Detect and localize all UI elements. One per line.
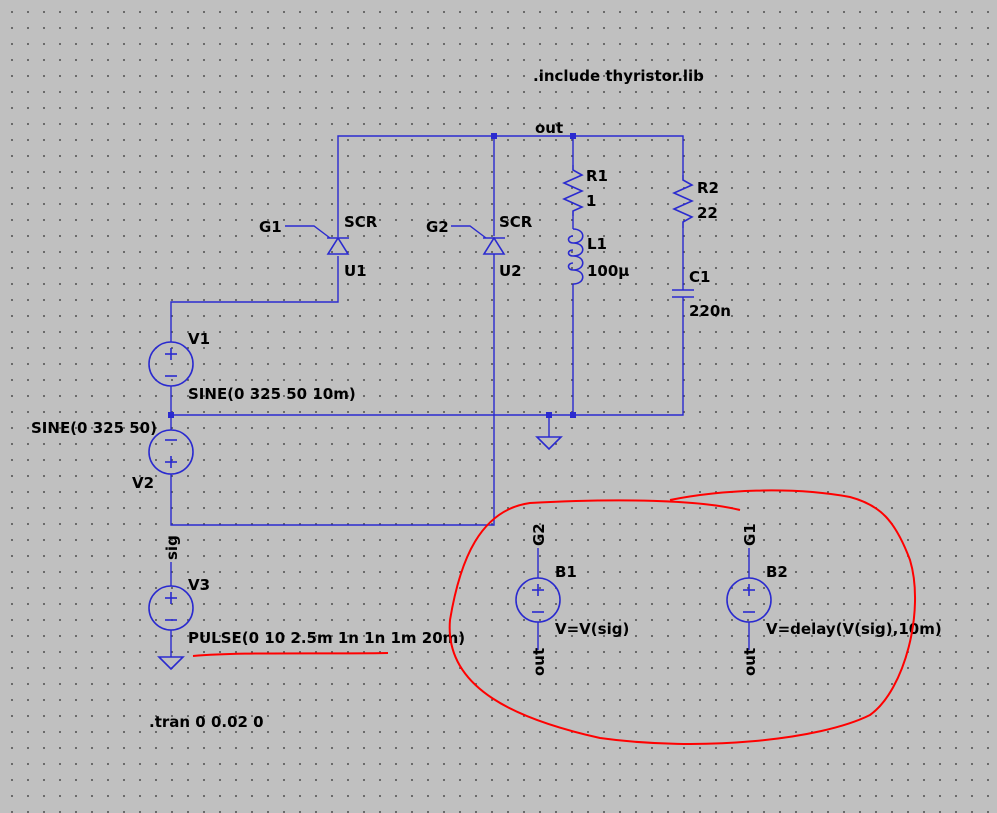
b1-top-net-label: G2 (530, 523, 548, 546)
behavioral-source-b1-symbol (515, 577, 561, 623)
wire-bottom-loop (170, 254, 495, 526)
voltage-source-v2-symbol (148, 429, 194, 475)
capacitor-c1-value: 220n (689, 302, 731, 320)
voltage-source-v1-name: V1 (188, 330, 210, 348)
resistor-r2-value: 22 (697, 204, 718, 222)
inductor-l1-name: L1 (587, 235, 607, 253)
tran-directive[interactable]: .tran 0 0.02 0 (149, 713, 264, 731)
resistor-r1-name: R1 (586, 167, 608, 185)
include-directive[interactable]: .include thyristor.lib (533, 67, 704, 85)
scr-u1-symbol (326, 236, 350, 255)
capacitor-c1-name: C1 (689, 268, 710, 286)
inductor-l1-value: 100µ (587, 262, 629, 280)
net-label-out: out (535, 119, 563, 137)
junction-dot (546, 412, 552, 418)
resistor-r2[interactable]: R2 22 (672, 175, 719, 228)
net-label-sig: sig (163, 535, 181, 560)
voltage-source-v3[interactable]: sig V3 PULSE(0 10 2.5m 1n 1n 1m 20m) (148, 535, 465, 671)
scr-u2-gate-label: G2 (426, 218, 449, 236)
behavioral-source-b2[interactable]: G1 B2 V=delay(V(sig),10m) out (726, 523, 942, 676)
resistor-r1[interactable]: R1 1 (562, 165, 608, 216)
resistor-r1-value: 1 (586, 192, 596, 210)
behavioral-source-b1-value: V=V(sig) (555, 620, 629, 638)
inductor-l1-symbol (572, 228, 584, 285)
voltage-source-v3-symbol (148, 585, 194, 631)
wire-g2 (451, 225, 487, 239)
inductor-l1[interactable]: L1 100µ (567, 228, 630, 285)
junctions (168, 133, 576, 418)
voltage-source-v1[interactable]: V1 SINE(0 325 50 10m) (148, 330, 356, 403)
voltage-source-v2-value: SINE(0 325 50) (31, 419, 157, 437)
junction-dot (570, 133, 576, 139)
ground-icon (535, 436, 563, 451)
scr-u1[interactable]: G1 SCR U1 (259, 213, 378, 280)
wire-g1 (285, 225, 331, 239)
wires (170, 135, 750, 657)
behavioral-source-b2-name: B2 (766, 563, 788, 581)
scr-u2-type-label: SCR (499, 213, 533, 231)
scr-u1-type-label: SCR (344, 213, 378, 231)
b1-bottom-net-label: out (530, 648, 548, 676)
voltage-source-v2[interactable]: SINE(0 325 50) V2 (31, 419, 194, 492)
junction-dot (168, 412, 174, 418)
resistor-r2-symbol (672, 175, 694, 228)
ground-icon (535, 436, 563, 451)
annotation-underline (192, 652, 389, 657)
junction-dot (570, 412, 576, 418)
annotation-ink (192, 489, 917, 745)
scr-u1-gate-label: G1 (259, 218, 282, 236)
voltage-source-v1-symbol (148, 341, 194, 387)
scr-u2-name-label: U2 (499, 262, 522, 280)
resistor-r1-symbol (562, 165, 584, 216)
wire-mid-rail (171, 319, 684, 416)
scr-u2[interactable]: G2 SCR U2 (426, 213, 533, 280)
capacitor-c1[interactable]: C1 220n (672, 268, 731, 320)
inductor-l1-loops (567, 235, 574, 271)
voltage-source-v3-value: PULSE(0 10 2.5m 1n 1n 1m 20m) (188, 629, 465, 647)
behavioral-source-b1[interactable]: G2 B1 V=V(sig) out (515, 523, 629, 676)
voltage-source-v1-value: SINE(0 325 50 10m) (188, 385, 356, 403)
wire-u1-cathode (170, 256, 339, 342)
voltage-source-v2-name: V2 (132, 474, 154, 492)
ground-icon (157, 656, 185, 671)
b2-top-net-label: G1 (741, 523, 759, 546)
behavioral-source-b2-symbol (726, 577, 772, 623)
wire-top-rail (337, 135, 684, 237)
behavioral-source-b2-value: V=delay(V(sig),10m) (766, 620, 942, 638)
annotation-circle (448, 489, 917, 745)
b2-bottom-net-label: out (741, 648, 759, 676)
behavioral-source-b1-name: B1 (555, 563, 577, 581)
scr-u2-symbol (482, 236, 506, 255)
resistor-r2-name: R2 (697, 179, 719, 197)
voltage-source-v3-name: V3 (188, 576, 210, 594)
scr-u1-name-label: U1 (344, 262, 367, 280)
junction-dot (491, 133, 497, 139)
